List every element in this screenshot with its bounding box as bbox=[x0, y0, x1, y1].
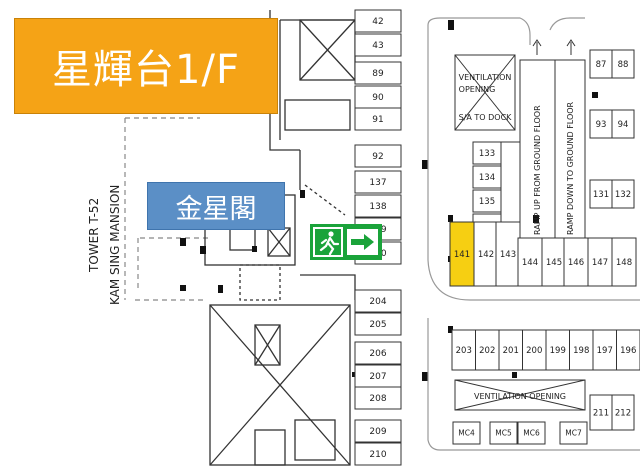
ventilation-top-label-2: OPENING bbox=[459, 85, 496, 94]
motorcycle-row: MC4 MC5 MC6 MC7 bbox=[452, 421, 588, 445]
parking-space bbox=[559, 421, 588, 445]
parking-row-upper: 141 142 143 144 145 146 147 148 bbox=[449, 221, 637, 287]
ventilation-opening-bottom bbox=[454, 379, 586, 411]
sa-to-dock-label: S/A TO DOCK bbox=[459, 113, 513, 122]
parking-space-label: 93 bbox=[596, 120, 607, 130]
parking-space bbox=[354, 144, 402, 168]
parking-space bbox=[452, 421, 481, 445]
parking-space bbox=[354, 419, 402, 443]
page-title: 星輝台1/F bbox=[14, 18, 278, 114]
parking-space-label: 132 bbox=[615, 190, 631, 200]
parking-space-label: 196 bbox=[620, 346, 636, 356]
parking-space bbox=[354, 386, 402, 410]
parking-space bbox=[587, 237, 613, 287]
parking-space-label: 202 bbox=[479, 346, 495, 356]
parking-space bbox=[354, 194, 402, 218]
parking-space-label: MC4 bbox=[458, 429, 475, 438]
parking-top-right: 87 88 93 94 131 132 bbox=[589, 49, 635, 209]
parking-row-lower: 203 202 201 200 199 198 197 196 bbox=[451, 329, 640, 371]
parking-space-label: 89 bbox=[372, 69, 384, 79]
parking-space-label: 148 bbox=[616, 258, 632, 268]
parking-space-label: 199 bbox=[550, 346, 566, 356]
parking-space-label: 91 bbox=[372, 115, 383, 125]
parking-space-label: 145 bbox=[546, 258, 562, 268]
parking-space-label: 134 bbox=[479, 173, 495, 183]
parking-space-label: MC6 bbox=[523, 429, 540, 438]
parking-space-label: 43 bbox=[372, 41, 383, 51]
parking-space-label: 207 bbox=[369, 372, 386, 382]
ramp-down-label: RAMP DOWN TO GROUND FLOOR bbox=[566, 101, 575, 235]
parking-column-left: 4243899091921371381391402042052062072082… bbox=[354, 9, 402, 466]
parking-space-label: 212 bbox=[615, 409, 631, 419]
parking-space bbox=[354, 170, 402, 194]
parking-space-label: 131 bbox=[593, 190, 609, 200]
parking-space-label: 147 bbox=[592, 258, 608, 268]
parking-space-label: 87 bbox=[596, 60, 607, 70]
parking-space bbox=[354, 341, 402, 365]
parking-space bbox=[489, 421, 518, 445]
parking-space-label: 210 bbox=[369, 450, 386, 460]
parking-space bbox=[611, 237, 637, 287]
parking-space-label: 94 bbox=[618, 120, 629, 130]
parking-space-label: 133 bbox=[479, 149, 495, 159]
tower-dashed-outline bbox=[124, 117, 210, 301]
parking-space-label: 141 bbox=[454, 250, 470, 260]
parking-space-label: 204 bbox=[369, 297, 386, 307]
parking-space-label: 144 bbox=[522, 258, 538, 268]
parking-space-label: 138 bbox=[369, 202, 386, 212]
parking-space bbox=[354, 442, 402, 466]
parking-space-label: MC7 bbox=[565, 429, 582, 438]
parking-space bbox=[611, 394, 635, 431]
parking-space-label: 137 bbox=[369, 178, 386, 188]
parking-space-label: 208 bbox=[369, 394, 386, 404]
parking-space bbox=[354, 61, 402, 85]
parking-space bbox=[354, 312, 402, 336]
parking-space bbox=[611, 109, 635, 139]
parking-space-label: 146 bbox=[568, 258, 584, 268]
exit-sign bbox=[310, 224, 382, 260]
parking-space bbox=[354, 289, 402, 313]
parking-space bbox=[354, 107, 402, 131]
parking-space-label: 42 bbox=[372, 17, 383, 27]
parking-space bbox=[449, 221, 475, 287]
ventilation-top-label-1: VENTILATION bbox=[459, 73, 512, 82]
parking-space-label: 198 bbox=[573, 346, 589, 356]
ventilation-opening-top bbox=[454, 54, 516, 131]
parking-space-label: 205 bbox=[369, 320, 386, 330]
parking-space bbox=[354, 33, 402, 57]
parking-bottom-right: 211 212 bbox=[589, 394, 635, 431]
parking-space-label: 88 bbox=[618, 60, 629, 70]
parking-space-label: 92 bbox=[372, 152, 383, 162]
parking-space bbox=[495, 221, 521, 287]
parking-space bbox=[616, 329, 640, 371]
parking-space-label: 206 bbox=[369, 349, 386, 359]
parking-space bbox=[611, 179, 635, 209]
parking-space-label: 200 bbox=[526, 346, 542, 356]
driveway-outline bbox=[427, 17, 640, 451]
parking-space-label: 203 bbox=[456, 346, 472, 356]
parking-space-label: 211 bbox=[593, 409, 609, 419]
parking-space bbox=[517, 421, 546, 445]
ramp-up-label: RAMP UP FROM GROUND FLOOR bbox=[533, 105, 542, 235]
parking-space-label: 197 bbox=[597, 346, 613, 356]
ramps bbox=[519, 39, 586, 241]
parking-space-label: 143 bbox=[500, 250, 516, 260]
parking-space-label: 142 bbox=[478, 250, 494, 260]
ventilation-bottom-label: VENTILATION OPENING bbox=[474, 392, 566, 401]
tower-label: TOWER T-52 bbox=[87, 197, 101, 272]
parking-space-label: 90 bbox=[372, 93, 384, 103]
parking-space-label: 209 bbox=[369, 427, 386, 437]
parking-space bbox=[354, 9, 402, 33]
mansion-label: KAM SING MANSION bbox=[108, 184, 122, 305]
parking-space-label: 201 bbox=[503, 346, 519, 356]
building-name-badge: 金星閣 bbox=[147, 182, 285, 230]
parking-space bbox=[611, 49, 635, 79]
parking-space-label: MC5 bbox=[495, 429, 512, 438]
parking-space-label: 135 bbox=[479, 197, 495, 207]
